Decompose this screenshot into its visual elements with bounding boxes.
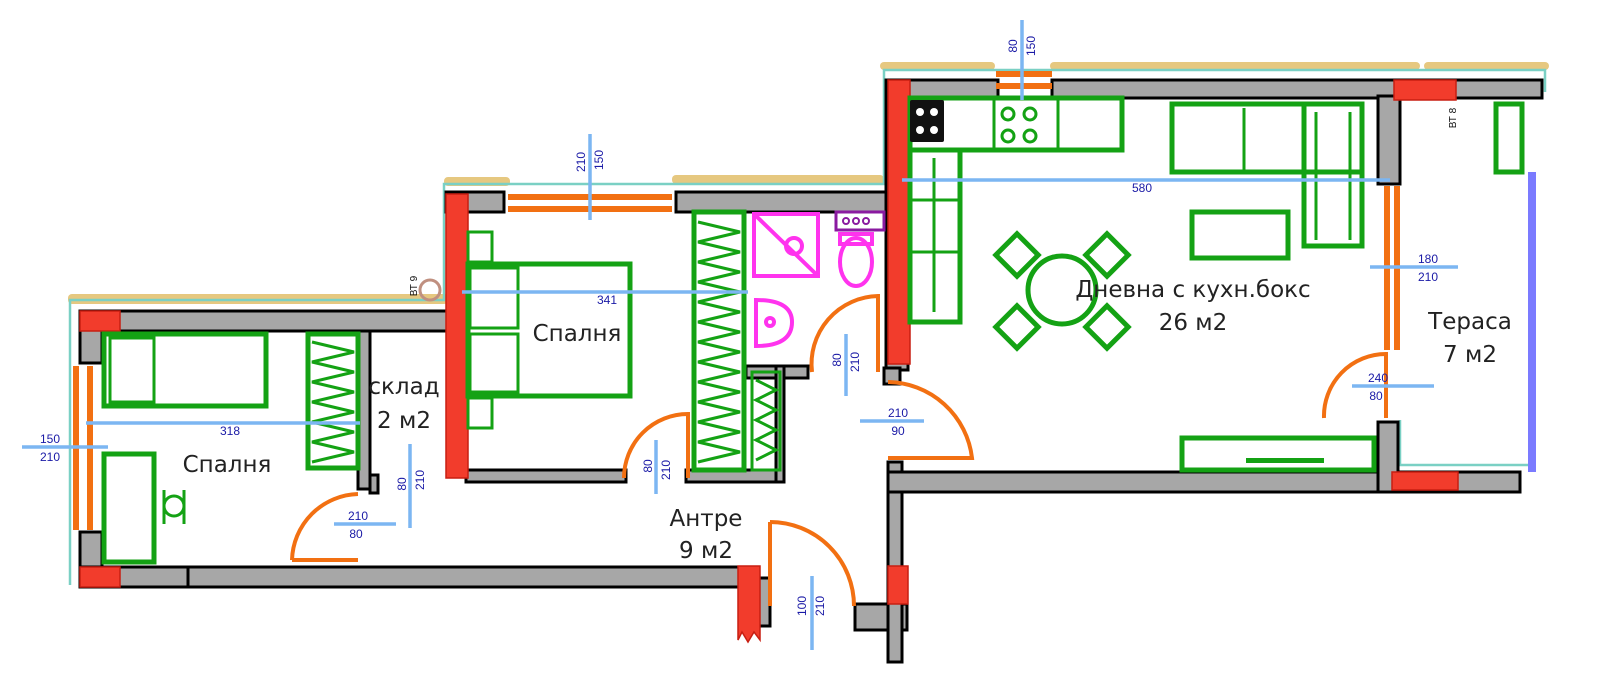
dim-storage-door-b2: 210 <box>413 470 427 490</box>
room-living-name: Дневна с кухн.бокс <box>1075 277 1310 303</box>
vent-left-label: ВТ 9 <box>409 275 420 296</box>
dim-terrace-window-2: 210 <box>1418 270 1438 284</box>
dim-living-width: 580 <box>1132 181 1152 195</box>
wardrobe-mid <box>691 209 782 473</box>
room-storage-area: 2 м2 <box>377 408 431 434</box>
bed-mid <box>465 230 633 430</box>
dim-entrance-door-2: 210 <box>813 596 827 616</box>
room-terrace-name: Тераса <box>1427 309 1512 335</box>
room-storage-name: склад <box>368 374 439 400</box>
dim-bedroom-mid-door-1: 80 <box>641 459 655 473</box>
dim-storage-door-w: 210 <box>348 509 368 523</box>
room-bedroom-mid-name: Спалня <box>533 321 622 347</box>
dim-terrace-door-2: 80 <box>1369 389 1383 403</box>
columns <box>79 79 1459 644</box>
room-hallway-area: 9 м2 <box>679 538 733 564</box>
dim-bedroom-mid-door-2: 210 <box>659 460 673 480</box>
dim-bedroom-left-width: 318 <box>220 424 240 438</box>
dining-set <box>992 230 1132 352</box>
dim-bath-door-1: 80 <box>830 353 844 367</box>
dim-terrace-window-1: 180 <box>1418 252 1438 266</box>
dim-window-left-w: 150 <box>40 432 60 446</box>
room-terrace-area: 7 м2 <box>1443 342 1497 368</box>
dim-storage-door-h: 80 <box>349 527 363 541</box>
washing-machine <box>834 210 886 232</box>
dim-terrace-door-1: 240 <box>1368 371 1388 385</box>
desk-left <box>101 451 186 565</box>
vent-right-label: ВТ 8 <box>1448 107 1459 128</box>
dim-bath-door-2: 210 <box>848 352 862 372</box>
coffee-table <box>1189 209 1291 261</box>
bed-left <box>101 331 269 409</box>
dim-window-mid-1: 210 <box>574 152 588 172</box>
room-bedroom-left-name: Спалня <box>183 452 272 478</box>
sofa <box>1169 101 1365 249</box>
dimension-lines <box>22 20 1458 650</box>
dim-bedroom-mid-width: 341 <box>597 293 617 307</box>
dim-storage-door-b1: 80 <box>395 477 409 491</box>
tv-unit <box>1179 435 1377 473</box>
vent-left-marker <box>418 278 442 302</box>
window-sills <box>68 62 1549 304</box>
dimension-texts: 150 210 318 210 80 80 210 210 150 341 80… <box>40 36 1438 616</box>
dim-window-top-1: 80 <box>1006 39 1020 53</box>
terrace-cabinet <box>1493 101 1525 175</box>
dim-entrance-door-1: 100 <box>795 596 809 616</box>
dim-window-mid-2: 150 <box>592 150 606 170</box>
room-hallway-name: Антре <box>670 506 743 532</box>
dim-living-door-1: 210 <box>888 406 908 420</box>
dim-living-door-2: 90 <box>891 424 905 438</box>
terrace-railing <box>1528 172 1536 472</box>
room-living-area: 26 м2 <box>1159 310 1228 336</box>
doors <box>290 293 1388 607</box>
bathroom-fixtures <box>752 212 874 349</box>
wardrobe-left <box>305 331 361 471</box>
dim-window-top-2: 150 <box>1024 36 1038 56</box>
kitchen <box>907 95 1125 325</box>
dim-window-left-h: 210 <box>40 450 60 464</box>
room-labels: Спалня склад 2 м2 Спалня Антре 9 м2 Днев… <box>183 277 1512 564</box>
